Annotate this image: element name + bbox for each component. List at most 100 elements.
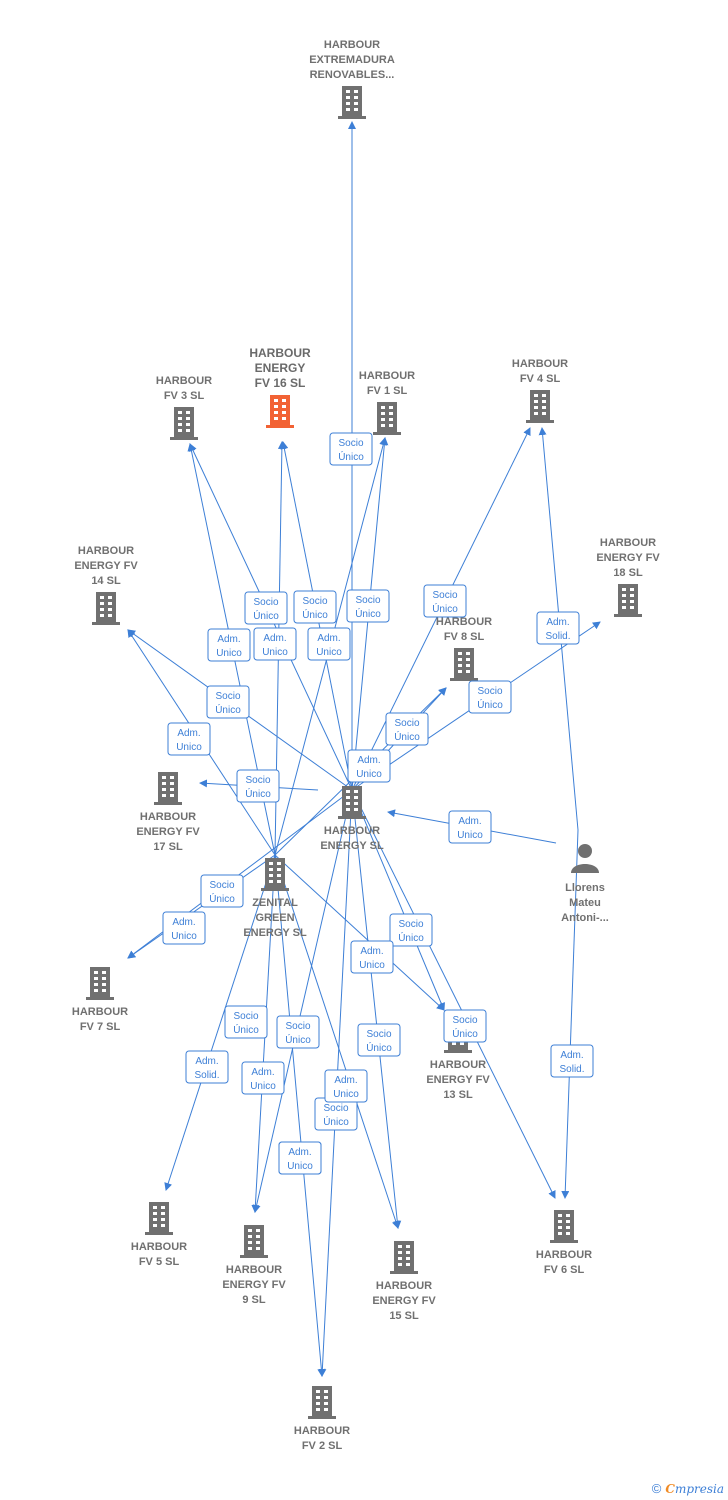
relation-badge[interactable]: Adm.Unico — [347, 749, 391, 783]
node-label: 15 SL — [389, 1310, 419, 1322]
relation-badge[interactable]: Adm.Unico — [167, 722, 211, 756]
node-label: 18 SL — [613, 567, 643, 579]
relation-badge[interactable]: Adm.Unico — [253, 627, 297, 661]
node-label: HARBOUR — [324, 39, 380, 51]
node-llorens[interactable]: LlorensMateuAntoni-... — [561, 844, 609, 924]
node-label: HARBOUR — [78, 545, 134, 557]
relation-label: Socio — [394, 718, 419, 729]
node-label: ENERGY FV — [596, 552, 660, 564]
building-icon — [338, 786, 366, 819]
copyright-icon: © — [651, 1481, 662, 1496]
relation-badge[interactable]: Adm.Unico — [307, 627, 351, 661]
relation-badge-box — [443, 1009, 487, 1043]
relation-label: Adm. — [195, 1056, 218, 1067]
building-icon — [526, 390, 554, 423]
building-icon — [266, 395, 294, 428]
relation-label: Socio — [245, 775, 270, 786]
relation-badge-box — [385, 712, 429, 746]
relation-badge-box — [324, 1069, 368, 1103]
relation-badge[interactable]: Adm.Unico — [350, 940, 394, 974]
node-label: 14 SL — [91, 575, 121, 587]
relation-badge[interactable]: Adm.Solid. — [536, 611, 580, 645]
brand-logo[interactable]: Cmpresia — [665, 1482, 724, 1496]
relation-badge-box — [347, 749, 391, 783]
building-icon — [308, 1386, 336, 1419]
relation-badge-box — [241, 1061, 285, 1095]
relation-label: Socio — [253, 597, 278, 608]
node-label: HARBOUR — [436, 616, 492, 628]
building-icon — [261, 858, 289, 891]
relation-badge[interactable]: Adm.Unico — [278, 1141, 322, 1175]
node-label: HARBOUR — [512, 358, 568, 370]
relation-badge[interactable]: Adm.Solid. — [550, 1044, 594, 1078]
relation-badge-box — [389, 913, 433, 947]
node-label: FV 16 SL — [255, 376, 306, 390]
relation-label: Adm. — [317, 633, 340, 644]
node-label: 17 SL — [153, 841, 183, 853]
relation-badge[interactable]: Adm.Unico — [448, 810, 492, 844]
building-icon — [373, 402, 401, 435]
relation-edge — [274, 854, 326, 1377]
node-label: ZENITAL — [252, 897, 298, 909]
node-label: GREEN — [255, 912, 294, 924]
relation-edge — [164, 854, 276, 1191]
relation-badge-box — [167, 722, 211, 756]
relation-badge[interactable]: Adm.Unico — [162, 911, 206, 945]
node-label: HARBOUR — [226, 1264, 282, 1276]
relation-label: Único — [355, 607, 381, 620]
relation-label: Único — [338, 450, 364, 463]
building-icon — [614, 584, 642, 617]
relation-label: Adm. — [288, 1147, 311, 1158]
relation-label: Socio — [366, 1029, 391, 1040]
relation-badge-box — [253, 627, 297, 661]
relation-badge[interactable]: Adm.Unico — [207, 628, 251, 662]
relation-label: Socio — [477, 686, 502, 697]
relation-edge — [561, 829, 579, 1199]
relation-badge[interactable]: Adm.Unico — [241, 1061, 285, 1095]
node-label: HARBOUR — [324, 825, 380, 837]
relation-badge-box — [278, 1141, 322, 1175]
relation-label: Solid. — [194, 1070, 219, 1081]
relation-badge[interactable]: Adm.Unico — [324, 1069, 368, 1103]
brand-name: mpresia — [674, 1481, 724, 1496]
building-icon — [86, 967, 114, 1000]
relation-badge[interactable]: Adm. Solid. — [185, 1050, 229, 1084]
relation-edge — [274, 854, 400, 1229]
relation-label: Socio — [215, 691, 240, 702]
node-extremadura[interactable]: HARBOUREXTREMADURARENOVABLES... — [309, 39, 395, 119]
